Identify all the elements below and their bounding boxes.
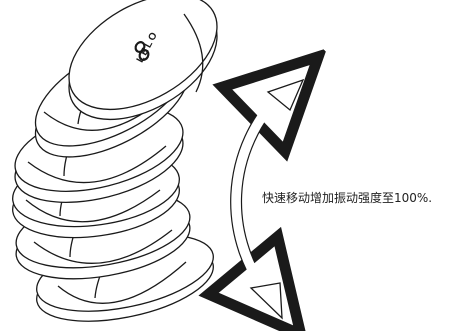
disc-1-top (68, 0, 218, 121)
double-arrow-icon (236, 80, 303, 318)
arrow-head-bottom (249, 282, 283, 320)
arrow-head-top (266, 78, 305, 112)
caption-text: 快速移动增加振动强度至100%. (262, 191, 433, 205)
infinity-icon (134, 41, 150, 61)
